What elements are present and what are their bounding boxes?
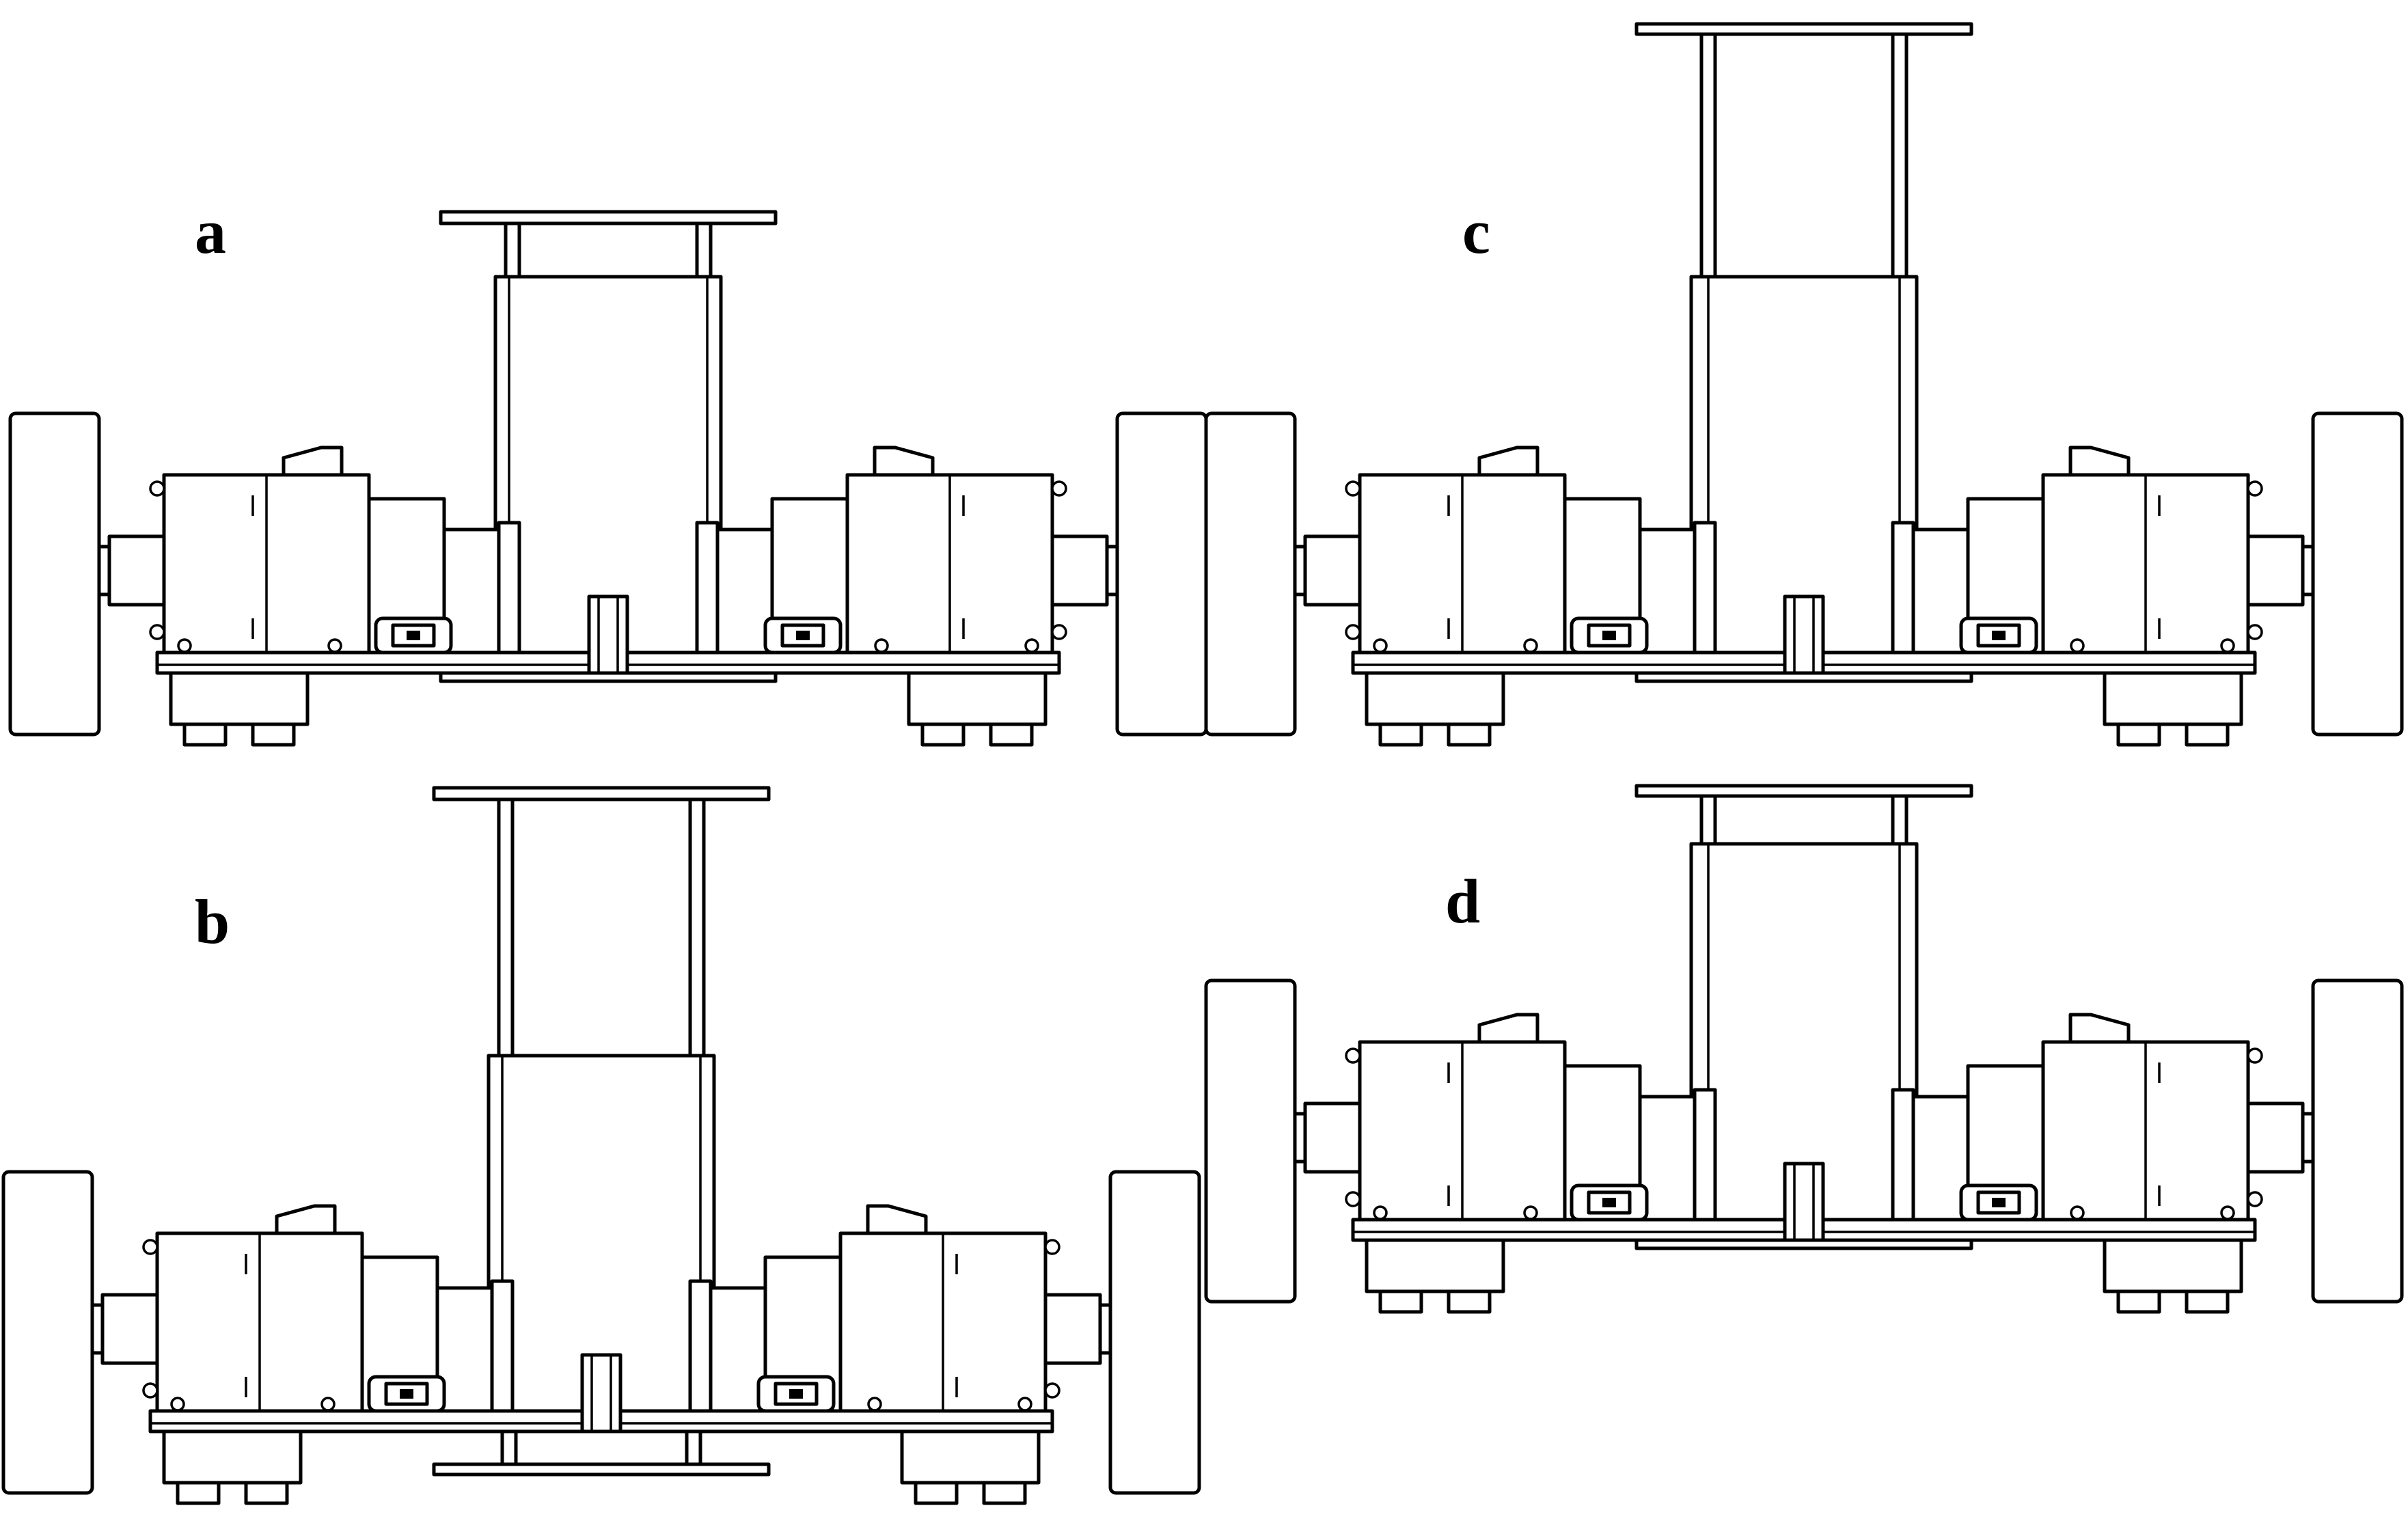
panel-a xyxy=(10,210,1206,745)
panel-label-d: d xyxy=(1445,866,1480,936)
panel-d xyxy=(1206,784,2402,1312)
panel-label-b: b xyxy=(195,887,230,957)
panel-label-c: c xyxy=(1462,197,1490,266)
panel-b xyxy=(3,786,1199,1503)
panel-c xyxy=(1206,22,2402,745)
panel-label-a: a xyxy=(195,197,226,266)
